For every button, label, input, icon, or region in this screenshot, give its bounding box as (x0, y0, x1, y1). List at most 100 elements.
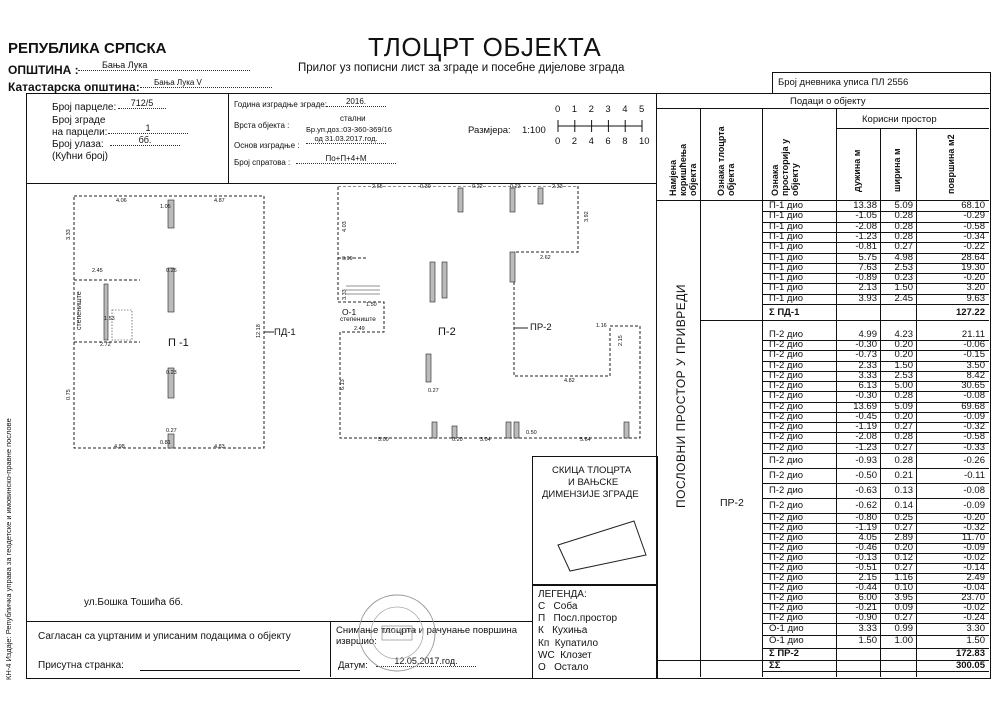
row-room: П-2 дио (769, 380, 804, 392)
table-row-line (762, 532, 989, 534)
row-area: 2.49 (966, 571, 986, 583)
row-room: П-2 дио (769, 611, 804, 623)
scale-tick: 3 (605, 104, 611, 115)
row-room: П-2 дио (769, 561, 804, 573)
row-room: П-2 дио (769, 441, 804, 453)
plan-right-tag: ПР-2 (530, 322, 552, 333)
row-length: -0.89 (855, 272, 877, 284)
table-row-line (762, 542, 989, 544)
row-room: П-2 дио (769, 499, 804, 511)
dim-left-stair-b: 1.53 (104, 316, 115, 322)
row-length: -0.81 (855, 241, 877, 253)
dim-right-left-f: 6.13 (340, 379, 346, 390)
type-label: Врста објекта : (234, 121, 290, 130)
table-row-line (762, 562, 989, 564)
row-width: 1.50 (894, 282, 914, 294)
col-area: површина м2 (946, 134, 956, 194)
table-row-line (762, 622, 989, 624)
row-width: 0.20 (894, 410, 914, 422)
dim-left-bottom-right: 4.83 (214, 444, 225, 450)
row-width: 0.28 (894, 431, 914, 443)
row-width: 2.45 (894, 292, 914, 304)
row-room: О-1 дио (769, 635, 804, 647)
row-width: 5.09 (894, 400, 914, 412)
dim-right-right-b: 2.62 (540, 255, 551, 261)
row-area: -0.33 (963, 441, 985, 453)
row-room: П-2 дио (769, 601, 804, 613)
republic-title: РЕПУБЛИКА СРПСКА (8, 40, 167, 57)
row-area: -0.06 (963, 339, 985, 351)
sketch-outline (557, 520, 647, 572)
row-width: 2.53 (894, 369, 914, 381)
municipality-value: Бања Лука (78, 60, 250, 71)
cadastral-label: Катастарска општина: (8, 80, 140, 94)
row-length: -0.13 (855, 551, 877, 563)
scale-tick: 0 (555, 104, 561, 115)
dim-right-left-b: 0.99 (342, 256, 353, 262)
type-value: стални (340, 114, 366, 123)
row-length: 7.63 (858, 261, 878, 273)
dim-right-left-c: 3.33 (342, 289, 348, 300)
house-no-label: (Кућни број) (52, 151, 109, 162)
row-area: -0.58 (963, 431, 985, 443)
year-label: Година изградње зграде: (234, 100, 327, 109)
legend-item: WC Клозет (538, 649, 592, 661)
legend-box (532, 584, 658, 679)
row-length: -1.05 (855, 210, 877, 222)
dim-right-col-c: 0.50 (526, 430, 537, 436)
present-sign-line (140, 670, 300, 671)
row-length: 4.05 (858, 531, 878, 543)
municipality-label: ОПШТИНА : (8, 63, 79, 77)
tbl-col-2 (762, 108, 763, 677)
table-row-line (762, 572, 989, 574)
row-width: 0.13 (894, 484, 914, 496)
row-area: 127.22 (955, 307, 985, 318)
row-room: П-2 дио (769, 410, 804, 422)
row-area: -0.09 (963, 541, 985, 553)
row-area: 23.70 (961, 591, 985, 603)
useful-space-label: Корисни простор (862, 114, 937, 125)
row-length: -0.51 (855, 561, 877, 573)
row-room: П-1 дио (769, 292, 804, 304)
row-area: -0.26 (963, 454, 985, 466)
table-row-line (762, 602, 989, 604)
row-length: -1.23 (855, 441, 877, 453)
row-room: П-2 дио (769, 571, 804, 583)
row-length: -0.90 (855, 611, 877, 623)
table-row-line (762, 552, 989, 554)
footer-top-line (26, 621, 532, 622)
dim-right-right-d: 2.15 (618, 335, 624, 346)
row-room: П-2 дио (769, 484, 804, 496)
floors-value: По+П+4+М (296, 154, 396, 164)
row-width: 0.23 (894, 272, 914, 284)
dim-right-col-b: 0.20 (452, 437, 463, 443)
legend-title: ЛЕГЕНДА: (538, 589, 587, 600)
row-room: П-2 дио (769, 511, 804, 523)
row-length: 13.38 (853, 200, 877, 211)
plan-value: ПР-2 (720, 497, 744, 509)
scale-tick: 4 (622, 104, 628, 115)
dim-left-right-side: 12.18 (256, 324, 262, 338)
scale-tick: 4 (588, 136, 594, 147)
plan-right-label: П-2 (438, 326, 456, 338)
row-room: П-1 дио (769, 282, 804, 294)
row-width: 0.99 (894, 622, 914, 634)
row-width: 0.27 (894, 441, 914, 453)
table-row-line (762, 360, 989, 362)
col-length: дужина м (852, 149, 862, 192)
